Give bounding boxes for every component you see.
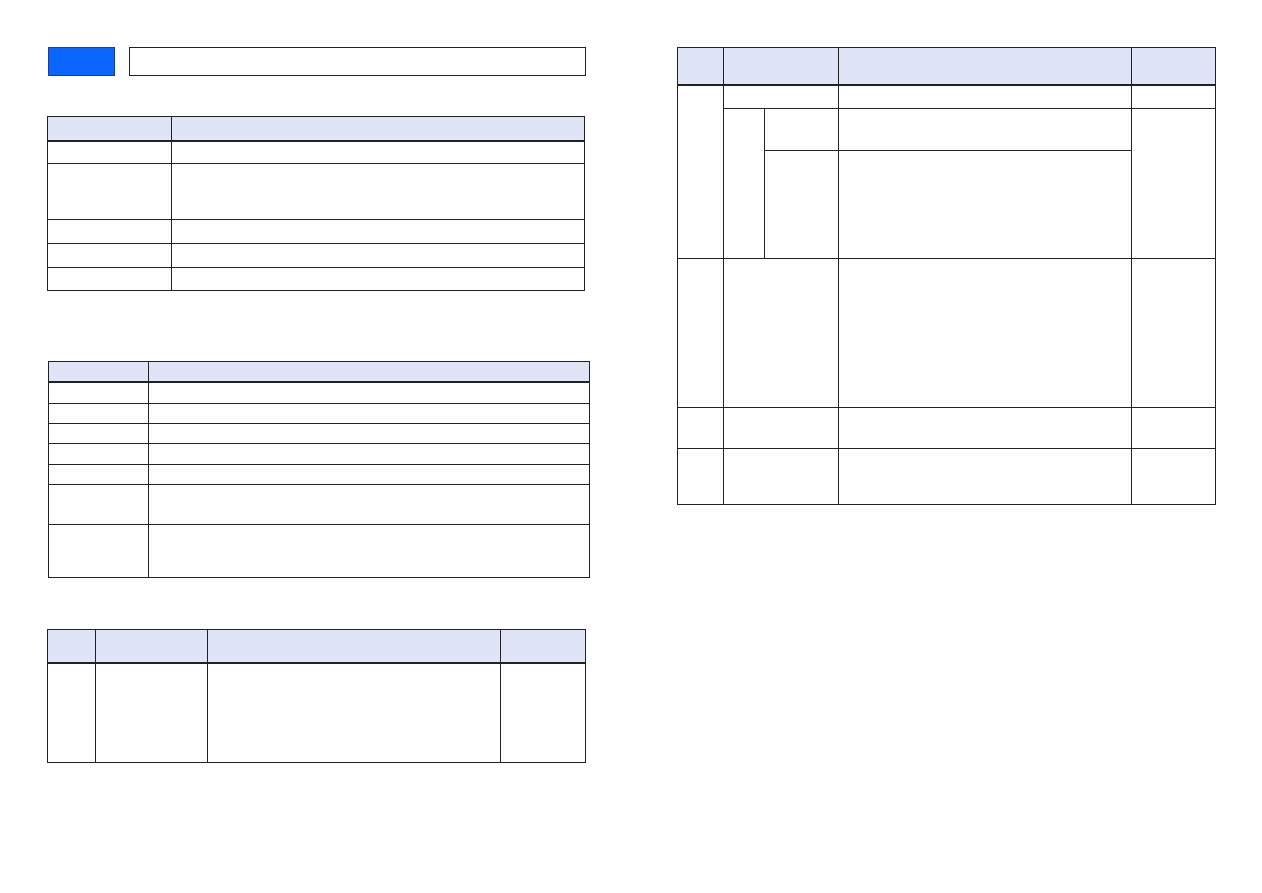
table-row <box>48 383 590 403</box>
table-row <box>47 164 585 219</box>
table-row <box>677 86 1216 108</box>
section-title-box <box>129 47 586 76</box>
table-1-header-row <box>47 116 585 141</box>
section-badge <box>48 47 115 76</box>
table-row <box>47 244 585 267</box>
table-row <box>47 268 585 290</box>
table-2 <box>48 361 590 578</box>
table-row <box>48 485 590 524</box>
table-row <box>677 449 1216 504</box>
table-row <box>677 151 1216 258</box>
table-row <box>677 408 1216 448</box>
table-row <box>677 259 1216 407</box>
table-row <box>47 142 585 163</box>
table-row <box>47 220 585 243</box>
table-3 <box>47 629 586 763</box>
table-4 <box>677 47 1216 505</box>
table-4-header-row <box>677 47 1216 85</box>
table-row <box>48 424 590 443</box>
table-row <box>48 525 590 577</box>
table-1 <box>47 116 585 291</box>
table-row <box>48 444 590 464</box>
table-3-header-row <box>47 629 586 663</box>
table-row <box>48 465 590 484</box>
table-row <box>47 664 586 762</box>
table-2-header-row <box>48 361 590 382</box>
table-row <box>677 109 1216 150</box>
table-row <box>48 404 590 423</box>
